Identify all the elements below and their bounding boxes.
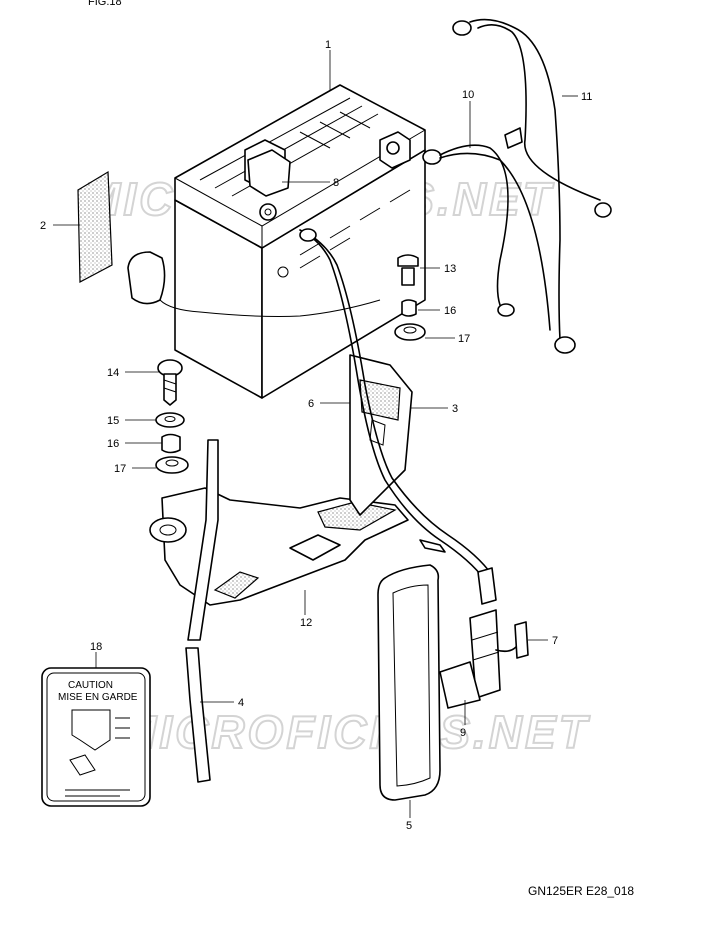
battery-lead-6 (299, 228, 493, 581)
diagram-code: GN125ER E28_018 (528, 884, 634, 898)
cushion-17-left (155, 456, 189, 474)
callout-16-right: 16 (444, 305, 456, 317)
bolt-13 (397, 254, 419, 286)
label-sticker-2 (77, 170, 113, 283)
callouts: 1 2 3 4 5 6 7 8 9 10 11 12 13 14 15 16 1… (40, 39, 592, 832)
callout-18: 18 (90, 641, 102, 653)
breather-hose-4 (185, 439, 219, 783)
fuse-holder-9 (439, 567, 521, 709)
figure-label: FIG.18 (88, 0, 122, 8)
washer-15 (155, 412, 185, 428)
callout-1: 1 (325, 39, 331, 51)
callout-8: 8 (333, 177, 339, 189)
fuse-7 (514, 621, 529, 659)
battery-band-5 (377, 564, 441, 801)
callout-17-right: 17 (458, 333, 470, 345)
callout-13: 13 (444, 263, 456, 275)
callout-4: 4 (238, 697, 244, 709)
collar-16-left (161, 433, 181, 454)
callout-16-left: 16 (107, 438, 119, 450)
callout-17-left: 17 (114, 463, 126, 475)
leader-lines (53, 50, 578, 818)
caution-subtitle: MISE EN GARDE (58, 692, 138, 703)
callout-7: 7 (552, 635, 558, 647)
caution-title: CAUTION (68, 680, 113, 691)
callout-14: 14 (107, 367, 119, 379)
callout-3: 3 (452, 403, 458, 415)
cable-11 (452, 18, 612, 354)
callout-6: 6 (308, 398, 314, 410)
screw-14 (157, 359, 183, 406)
collar-16-right (401, 299, 417, 317)
caution-label-18: CAUTION MISE EN GARDE (41, 667, 151, 807)
callout-12: 12 (300, 617, 312, 629)
watermark-bottom: MICROFICHES.NET (118, 706, 591, 758)
callout-10: 10 (462, 89, 474, 101)
cushion-17-right (394, 323, 426, 341)
callout-15: 15 (107, 415, 119, 427)
callout-2: 2 (40, 220, 46, 232)
callout-11: 11 (581, 91, 592, 103)
cable-10 (422, 144, 551, 331)
terminal-cover-8 (247, 149, 291, 197)
callout-9: 9 (460, 727, 466, 739)
bracket-3 (349, 354, 413, 516)
battery-tray-12 (149, 487, 409, 606)
battery (127, 84, 426, 399)
callout-5: 5 (406, 820, 412, 832)
